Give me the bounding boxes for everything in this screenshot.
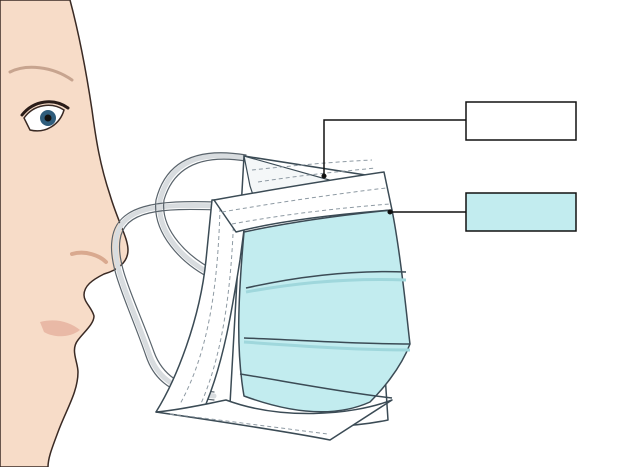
eyebrow — [8, 65, 74, 82]
leader-lines — [321, 119, 466, 215]
mask-inner-layer — [237, 209, 411, 413]
nostril — [70, 250, 108, 264]
pleat-2-shadow — [243, 340, 411, 352]
ear-loop-icon — [112, 153, 249, 399]
face-profile — [0, 0, 129, 467]
label-box-bottom — [465, 192, 577, 232]
lips — [40, 320, 80, 337]
pleat-1-shadow — [245, 278, 407, 294]
pleat-1 — [245, 270, 407, 289]
pleat-3 — [239, 373, 393, 399]
eye-icon — [20, 100, 70, 132]
label-box-top — [465, 101, 577, 141]
mask-top-binding — [213, 159, 393, 233]
ear-loop-outline — [110, 152, 247, 401]
pleat-2 — [243, 337, 411, 345]
leader-line-top — [323, 119, 466, 176]
mask-bottom-binding — [155, 399, 393, 441]
